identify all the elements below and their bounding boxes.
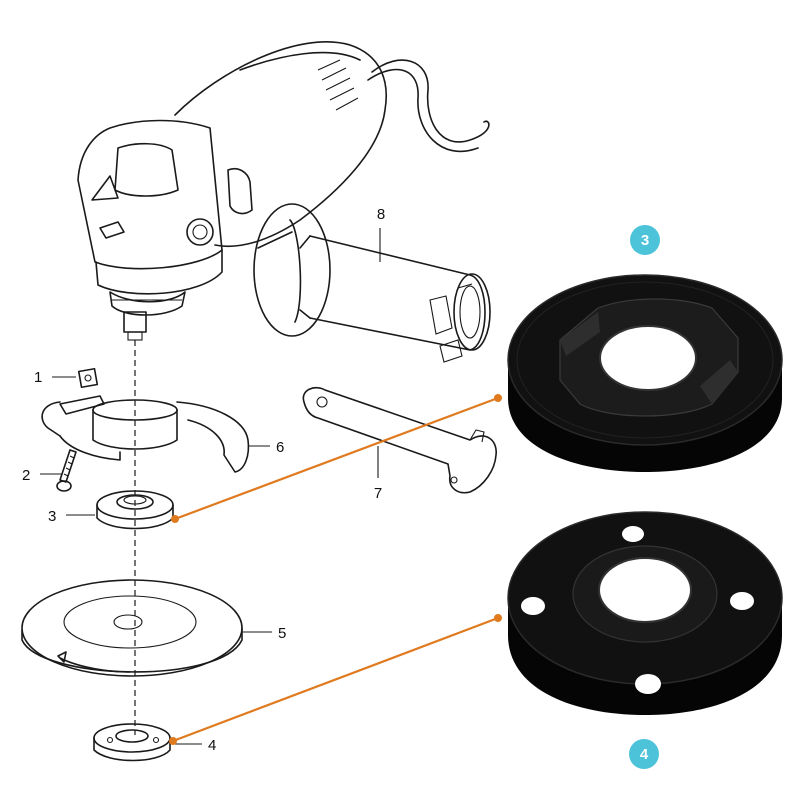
part-label-3: 3 [48,508,56,525]
outer-flange-photo [507,511,783,715]
wheel-guard-drawing [41,395,270,473]
grinding-disc-drawing [21,579,272,677]
part-label-4: 4 [208,737,216,754]
part-label-2: 2 [22,467,30,484]
spanner-wrench-drawing [302,386,497,494]
part-label-1: 1 [34,369,42,386]
inner-flange-drawing [66,490,174,530]
part-label-8: 8 [377,206,385,223]
outer-flange-drawing [93,723,202,762]
svg-text:3: 3 [641,232,649,249]
angle-grinder-drawing [77,41,490,341]
part-label-7: 7 [374,485,382,502]
leader-line-4 [169,614,502,745]
leader-line-3 [171,394,502,523]
photo-badge-4: 4 [629,739,659,769]
photo-badge-3: 3 [630,225,660,255]
side-handle-drawing [253,203,491,363]
part-label-6: 6 [276,439,284,456]
part-label-5: 5 [278,625,286,642]
clamp-nut-drawing [52,367,99,389]
inner-flange-photo [507,274,783,472]
svg-text:4: 4 [640,746,649,763]
clamp-screw-drawing [40,449,77,492]
